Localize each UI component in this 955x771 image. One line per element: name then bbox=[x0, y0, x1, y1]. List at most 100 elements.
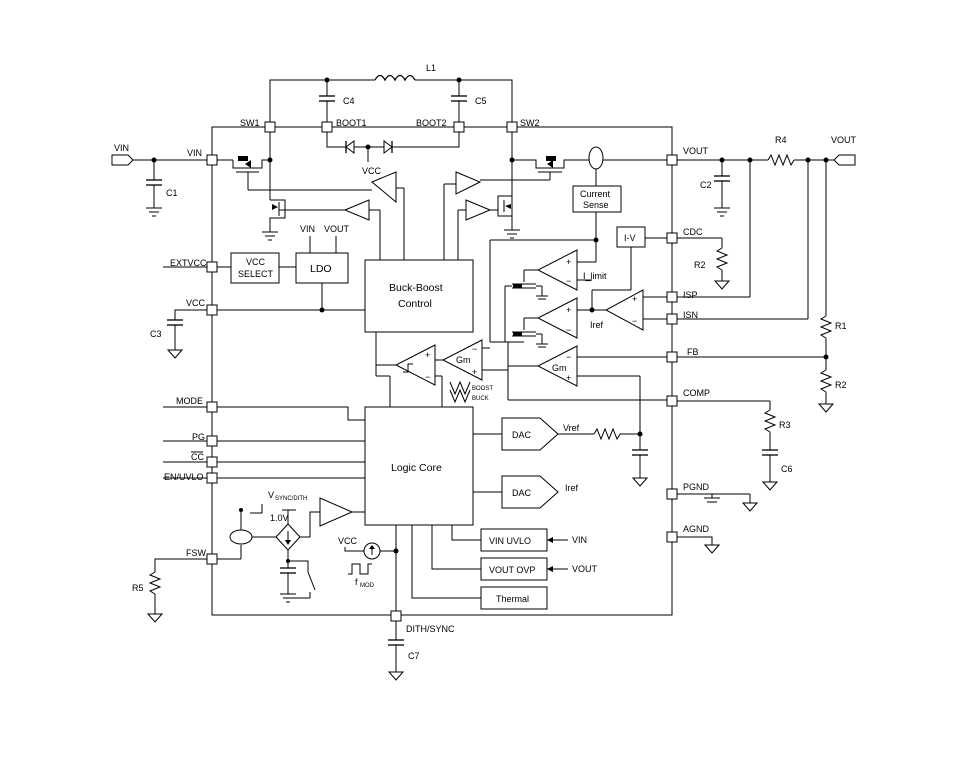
fsw-label: FSW bbox=[186, 548, 207, 558]
pgnd-pin bbox=[666, 488, 678, 500]
dac-vref: DAC Vref bbox=[473, 417, 649, 487]
gm-fb-amp: − + Gm bbox=[508, 345, 826, 434]
vin-input-label: VIN bbox=[114, 143, 129, 153]
gm-current-amp: − + Gm bbox=[435, 339, 509, 400]
fb-label: FB bbox=[687, 347, 699, 357]
en-uvlo-pin bbox=[206, 472, 218, 484]
c2-label: C2 bbox=[700, 180, 712, 190]
c4-label: C4 bbox=[343, 96, 355, 106]
gm1-label: Gm bbox=[456, 355, 471, 365]
vout-pin bbox=[666, 154, 678, 166]
current-sense-block bbox=[572, 185, 622, 213]
isn-label: ISN bbox=[683, 310, 698, 320]
iref-amp-label: Iref bbox=[590, 320, 604, 330]
pg-pin bbox=[206, 435, 218, 447]
isp-pin bbox=[666, 291, 678, 303]
cdc-network: R2 bbox=[677, 237, 731, 290]
c7-label: C7 bbox=[408, 651, 420, 661]
comp-label: COMP bbox=[683, 388, 710, 398]
boot1-label: BOOT1 bbox=[336, 118, 367, 128]
ilimit-switch bbox=[505, 270, 548, 300]
fsw-pin bbox=[206, 553, 218, 565]
r2-fb-label: R2 bbox=[835, 380, 847, 390]
r5-network: R5 bbox=[132, 558, 207, 623]
dac1-label: DAC bbox=[512, 430, 532, 440]
bootstrap-diodes: VCC bbox=[326, 132, 460, 176]
fmod-label: f bbox=[355, 577, 358, 587]
c1-label: C1 bbox=[166, 188, 178, 198]
buck-label: BUCK bbox=[472, 396, 489, 402]
svg-text:−: − bbox=[472, 344, 477, 354]
boot1-pin bbox=[321, 121, 333, 133]
r4-label: R4 bbox=[775, 135, 787, 145]
vsync-sub-label: SYNC/DITH bbox=[275, 496, 307, 502]
fsw-internal: 1.0V V SYNC/DITH bbox=[217, 490, 365, 603]
current-sense-label-1: Current bbox=[580, 189, 611, 199]
vin-pin bbox=[206, 154, 218, 166]
sw1-pin bbox=[264, 121, 276, 133]
vin-input-flag bbox=[111, 154, 134, 166]
dac-iref: DAC Iref bbox=[473, 475, 579, 509]
logic-core-block bbox=[364, 406, 474, 526]
vsync-label: V bbox=[268, 490, 274, 500]
svg-text:+: + bbox=[566, 305, 571, 315]
l1-label: L1 bbox=[426, 63, 436, 73]
input-switches bbox=[217, 132, 405, 260]
svg-text:+: + bbox=[632, 294, 637, 304]
capacitor-c7: C7 bbox=[387, 621, 420, 681]
output-switches: Current Sense bbox=[443, 132, 667, 260]
en-uvlo-label: EN/UVLO bbox=[164, 472, 204, 482]
cdc-pin bbox=[666, 232, 678, 244]
vcc-osc-label: VCC bbox=[338, 536, 358, 546]
sw2-pin bbox=[506, 121, 518, 133]
boot2-label: BOOT2 bbox=[416, 118, 447, 128]
dither-oscillator: VCC f MOD bbox=[338, 536, 399, 589]
gm2-label: Gm bbox=[552, 363, 567, 373]
svg-text:+: + bbox=[472, 367, 477, 377]
boost-label: BOOST bbox=[472, 386, 493, 392]
mode-label: MODE bbox=[176, 396, 203, 406]
vout-output-network: C2 R4 VOUT R1 R2 bbox=[677, 135, 857, 413]
buck-boost-label-1: Buck-Boost bbox=[389, 282, 443, 294]
svg-text:+: + bbox=[566, 257, 571, 267]
ilimit-label: I_limit bbox=[583, 271, 607, 281]
sw1-label: SW1 bbox=[240, 118, 260, 128]
iref-dac-label: Iref bbox=[565, 483, 579, 493]
ldo-block bbox=[295, 252, 349, 284]
svg-text:−: − bbox=[425, 372, 430, 382]
pwm-comparator: + − bbox=[375, 332, 443, 407]
c6-label: C6 bbox=[781, 464, 793, 474]
pg-label: PG bbox=[192, 432, 205, 442]
extvcc-pin bbox=[206, 261, 218, 273]
r5-label: R5 bbox=[132, 583, 144, 593]
isn-pin bbox=[666, 313, 678, 325]
sw2-label: SW2 bbox=[520, 118, 540, 128]
vcc-pin-label: VCC bbox=[186, 298, 206, 308]
r1-label: R1 bbox=[835, 321, 847, 331]
thermal-label: Thermal bbox=[496, 594, 529, 604]
ic-outline bbox=[211, 126, 673, 616]
ldo-label: LDO bbox=[310, 263, 332, 275]
boot2-pin bbox=[453, 121, 465, 133]
vin-uvlo-label: VIN UVLO bbox=[489, 536, 531, 546]
c5-label: C5 bbox=[475, 96, 487, 106]
extvcc-label: EXTVCC bbox=[170, 258, 207, 268]
ldo-vin-label: VIN bbox=[300, 224, 315, 234]
thermal-block bbox=[480, 586, 548, 610]
buck-boost-label-2: Control bbox=[398, 298, 432, 310]
agnd-label: AGND bbox=[683, 524, 710, 534]
cdc-label: CDC bbox=[683, 227, 703, 237]
ramp-signals: BOOST BUCK bbox=[449, 380, 493, 404]
vout-output-flag bbox=[833, 154, 856, 166]
ldo-vout-label: VOUT bbox=[324, 224, 350, 234]
fb-pin bbox=[666, 351, 678, 363]
iref-comparator: + − Iref bbox=[512, 297, 604, 348]
svg-text:+: + bbox=[566, 373, 571, 383]
comp-network: R3 C6 bbox=[677, 400, 793, 491]
buck-boost-control-block bbox=[364, 259, 474, 333]
logic-core-label: Logic Core bbox=[391, 462, 442, 474]
mode-pin bbox=[206, 401, 218, 413]
vin-uvlo-input-label: VIN bbox=[572, 535, 587, 545]
inductor-l1: L1 bbox=[269, 63, 513, 127]
